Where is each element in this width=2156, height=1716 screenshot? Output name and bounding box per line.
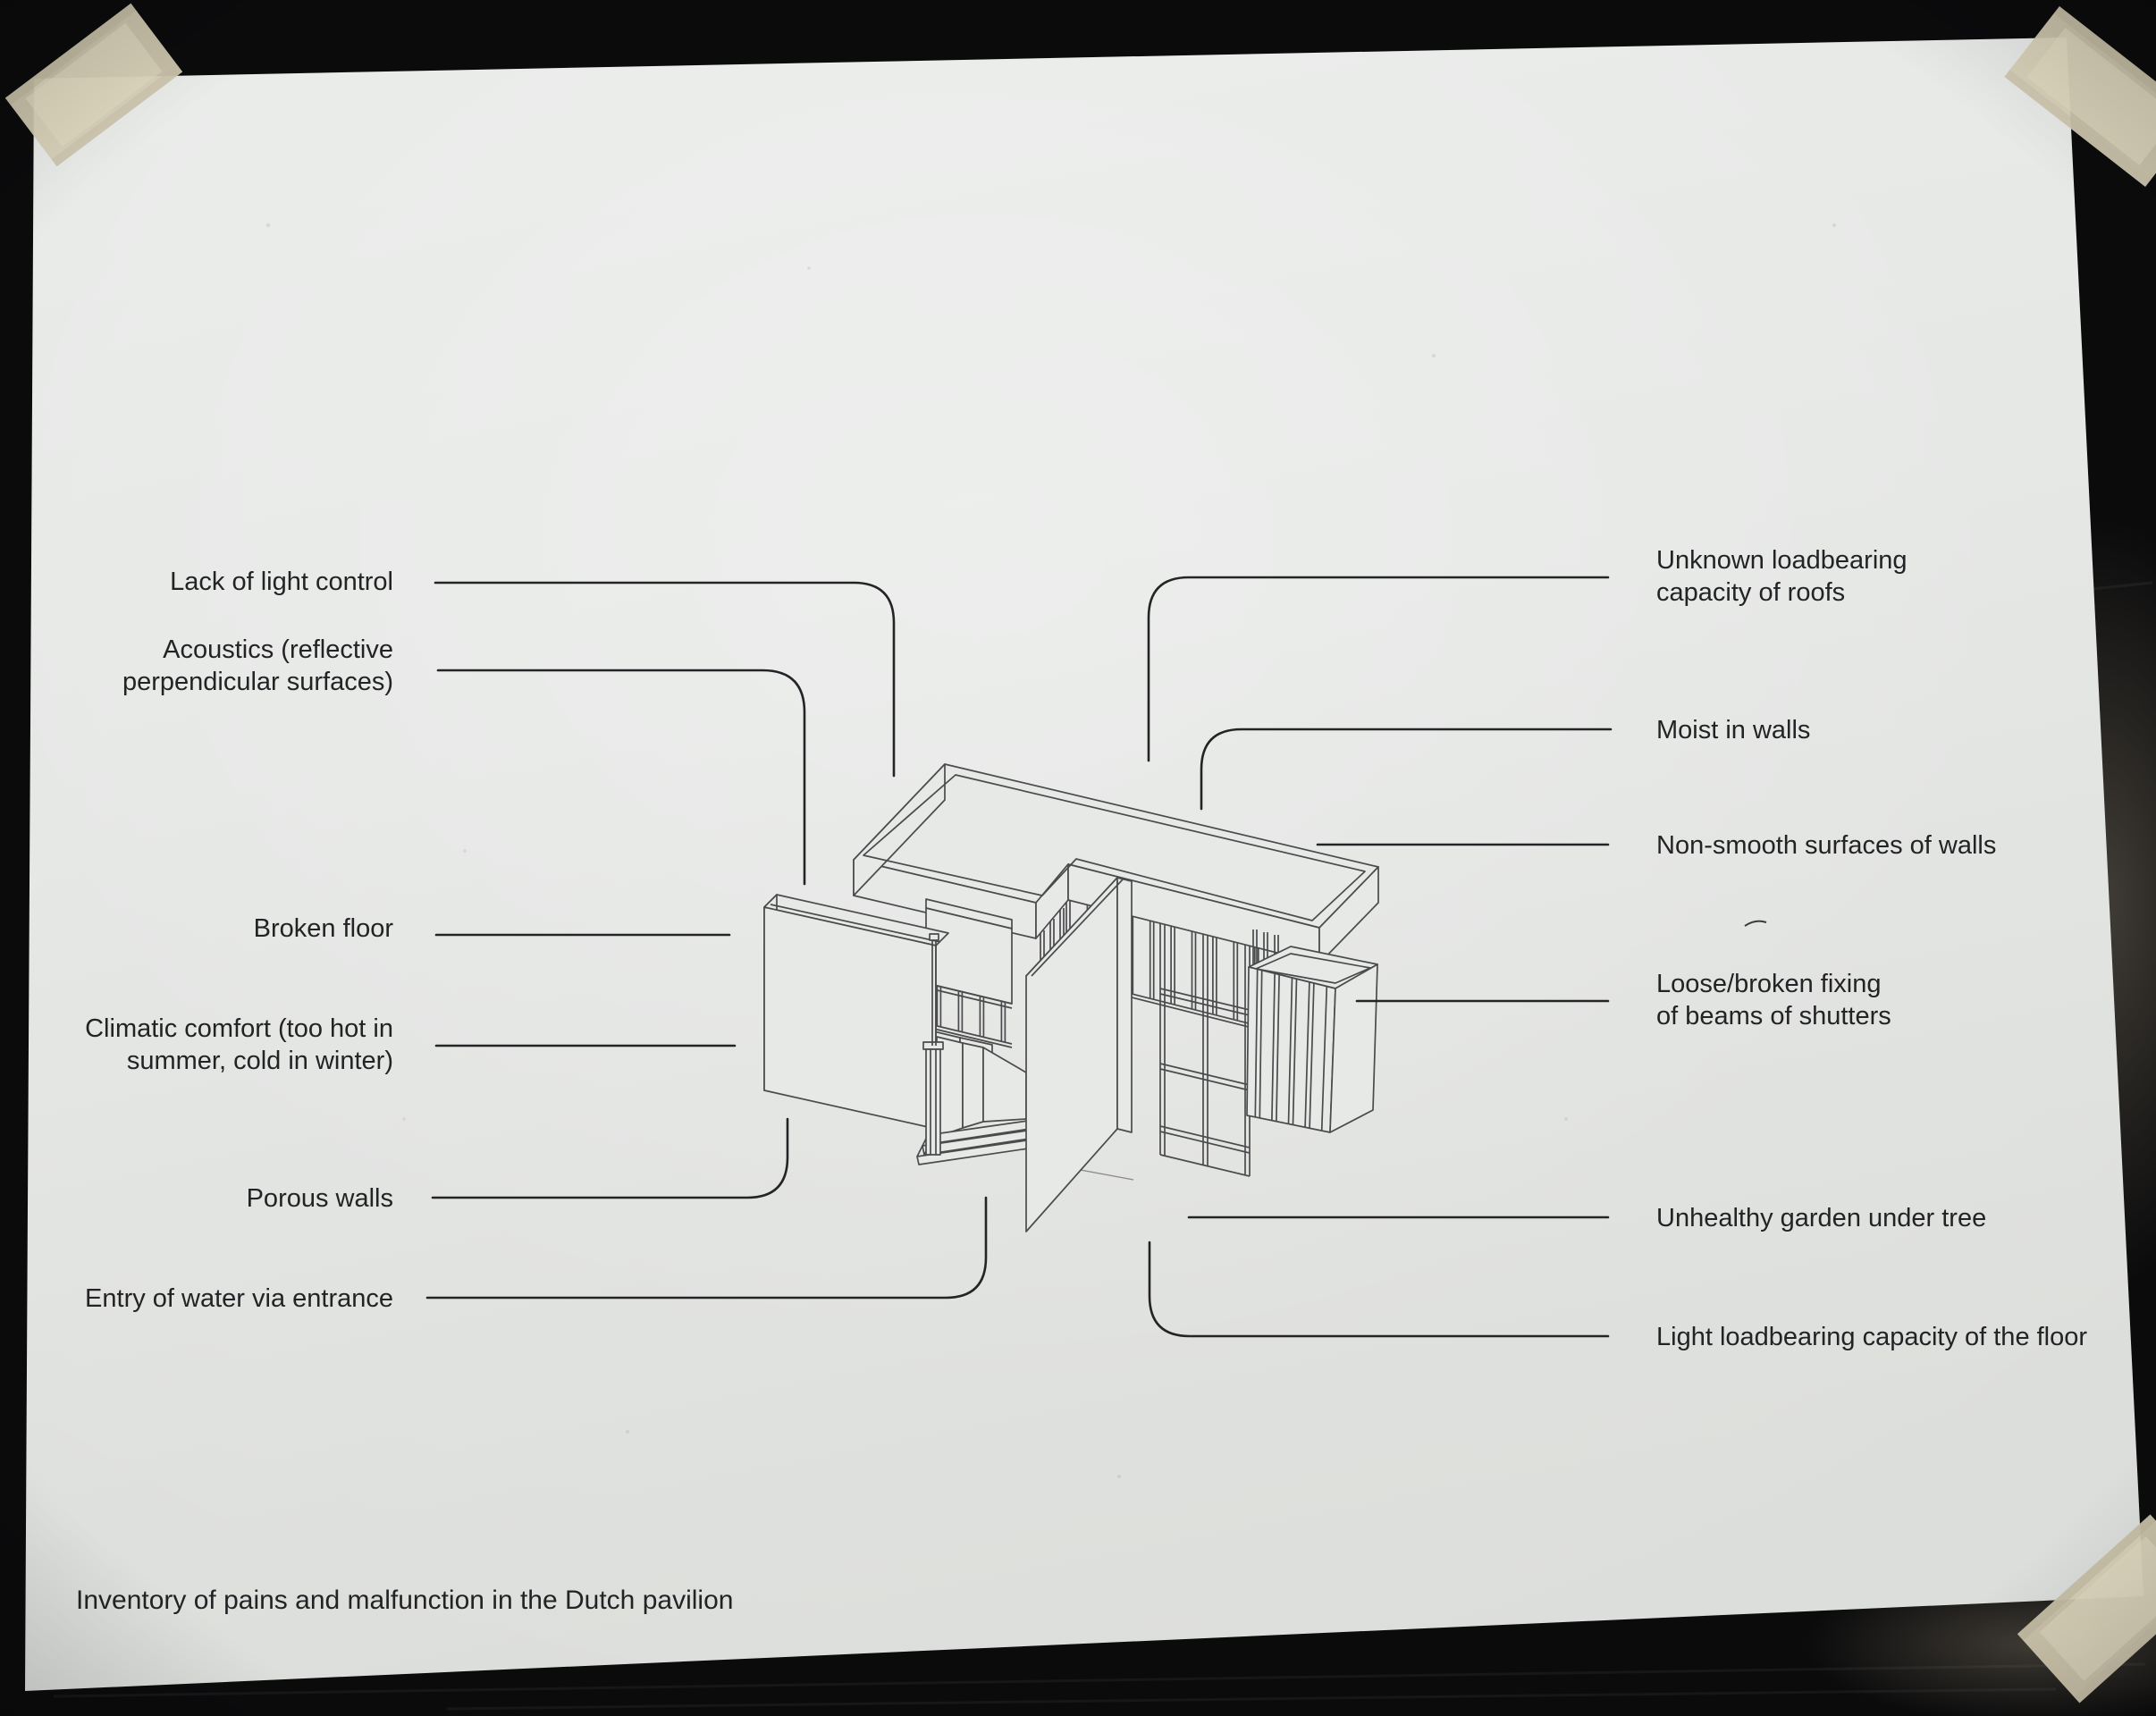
- photo-vignette: [0, 0, 2156, 1716]
- photo-of-diagram: Lack of light control Acoustics (reflect…: [0, 0, 2156, 1716]
- diagram-canvas: Lack of light control Acoustics (reflect…: [0, 0, 2156, 1716]
